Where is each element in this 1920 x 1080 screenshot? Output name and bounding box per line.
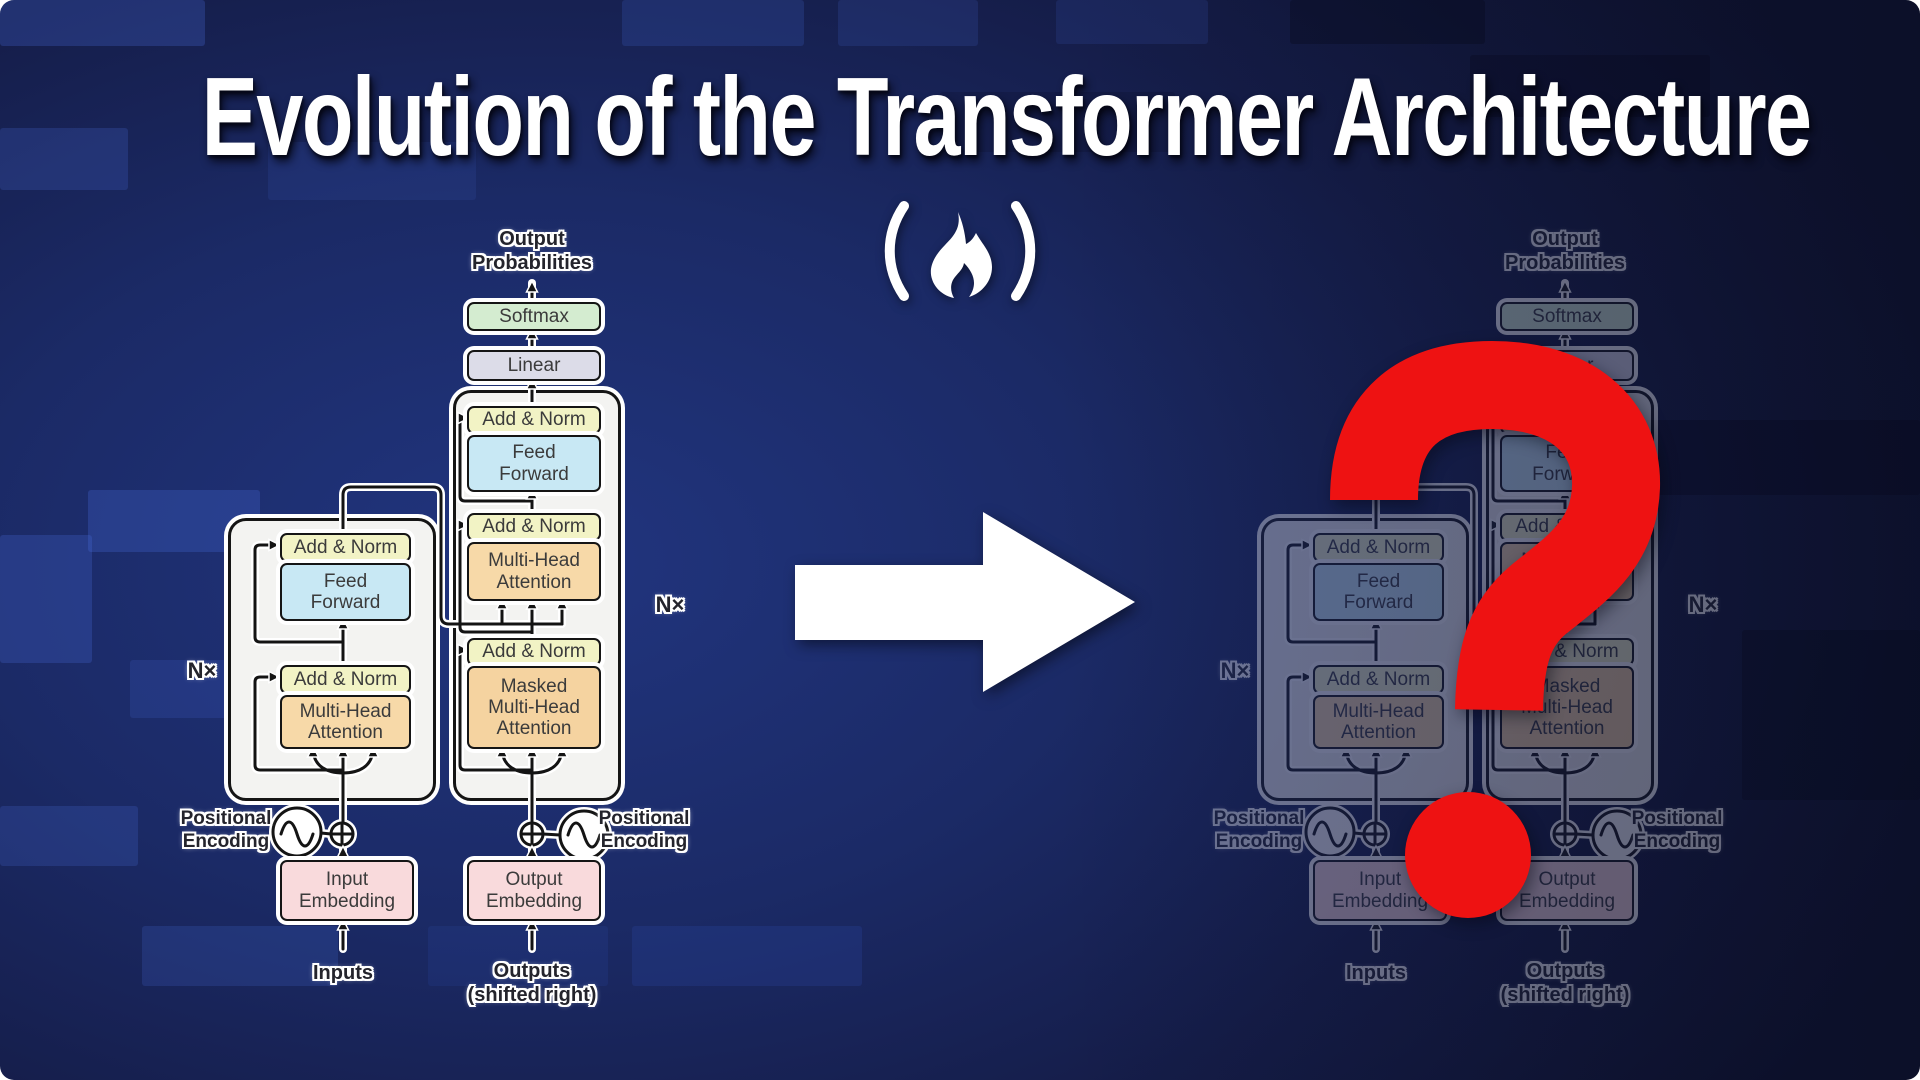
encoder-container <box>1261 518 1469 801</box>
multi-head-attention-box: Multi-Head Attention <box>1313 695 1444 749</box>
flame-icon <box>930 212 992 298</box>
output-embedding-box: Output Embedding <box>467 860 601 921</box>
brick-decoration <box>632 926 862 986</box>
brick-decoration <box>1645 420 1920 495</box>
linear-box: Linear <box>467 350 601 381</box>
inputs-label: Inputs <box>1346 962 1406 984</box>
add-norm-box: Add & Norm <box>280 665 411 694</box>
nx-label: N× <box>1688 591 1718 617</box>
brick-decoration <box>0 806 138 866</box>
nx-label: N× <box>187 657 217 683</box>
brick-decoration <box>142 926 338 986</box>
softmax-box: Softmax <box>1500 302 1634 331</box>
positional-encoding-label: Positional Encoding <box>598 808 690 852</box>
brick-decoration <box>428 926 608 986</box>
right-paren-icon <box>1011 201 1036 301</box>
question-mark-hook <box>1330 340 1660 712</box>
brick-decoration <box>940 92 1175 152</box>
positional-encoding-label: Positional Encoding <box>1213 808 1305 852</box>
output-probabilities-label: Output Probabilities <box>1504 228 1626 274</box>
inputs-label: Inputs <box>313 962 373 984</box>
page-title: Evolution of the Transformer Architectur… <box>201 54 1812 179</box>
positional-encoding-label: Positional Encoding <box>1631 808 1723 852</box>
brick-decoration <box>0 535 92 663</box>
multi-head-attention-box: Multi-Head Attention <box>280 695 411 749</box>
brick-decoration <box>622 0 804 46</box>
add-norm-box: Add & Norm <box>1313 665 1444 694</box>
feed-forward-box: Feed Forward <box>1313 563 1444 621</box>
add-norm-box: Add & Norm <box>280 533 411 562</box>
input-embedding-box: Input Embedding <box>280 860 414 921</box>
output-probabilities-label: Output Probabilities <box>471 228 593 274</box>
add-norm-box: Add & Norm <box>467 638 601 666</box>
brick-decoration <box>0 128 128 190</box>
brick-decoration <box>268 142 476 200</box>
add-norm-box: Add & Norm <box>1313 533 1444 562</box>
nx-label: N× <box>1220 657 1250 683</box>
softmax-box: Softmax <box>467 302 601 331</box>
left-paren-icon <box>884 201 909 301</box>
brick-decoration <box>1742 630 1920 800</box>
brick-decoration <box>0 0 205 46</box>
add-norm-box: Add & Norm <box>467 513 601 541</box>
outputs-label: Outputs (shifted right) <box>1500 960 1630 1006</box>
multi-head-attention-box: Multi-Head Attention <box>467 542 601 601</box>
outputs-label: Outputs (shifted right) <box>467 960 597 1006</box>
brick-decoration <box>1290 0 1485 44</box>
masked-multi-head-attention-box: Masked Multi-Head Attention <box>467 666 601 749</box>
question-mark-dot <box>1405 792 1531 918</box>
feed-forward-box: Feed Forward <box>467 435 601 492</box>
brick-decoration <box>1056 0 1208 44</box>
feed-forward-box: Feed Forward <box>280 563 411 621</box>
nx-label: N× <box>655 591 685 617</box>
right-arrow-icon <box>795 512 1135 692</box>
freecodecamp-logo <box>884 201 1036 301</box>
transformer-diagram-original: Output Probabilities Softmax Linear Add … <box>180 225 690 1015</box>
add-norm-box: Add & Norm <box>467 406 601 434</box>
positional-encoding-label: Positional Encoding <box>180 808 272 852</box>
brick-decoration <box>838 0 978 46</box>
brick-decoration <box>1470 55 1710 117</box>
